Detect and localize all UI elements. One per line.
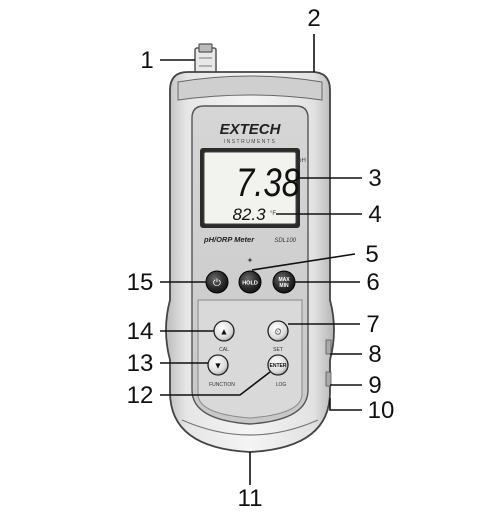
callout-6: 6 <box>366 269 379 296</box>
min-label: MIN <box>279 283 289 289</box>
callout-1: 1 <box>140 47 153 74</box>
callout-13: 13 <box>127 350 154 377</box>
callout-10: 10 <box>368 397 395 424</box>
hold-label: HOLD <box>242 281 258 287</box>
callout-3: 3 <box>368 165 381 192</box>
model-number: SDL100 <box>274 238 296 244</box>
leader-lines <box>160 34 362 485</box>
set-label: SET <box>273 347 283 353</box>
clock-icon: ⏲ <box>274 327 281 337</box>
secondary-reading: 82.3 <box>232 205 266 224</box>
callout-2: 2 <box>307 5 320 32</box>
callout-9: 9 <box>368 372 381 399</box>
callout-5: 5 <box>365 241 378 268</box>
log-label: LOG <box>276 382 287 388</box>
brand-subtitle: INSTRUMENTS <box>224 139 277 145</box>
backlight-icon: ✦ <box>247 256 254 265</box>
lcd-display <box>200 148 300 228</box>
callout-8: 8 <box>368 341 381 368</box>
callout-7: 7 <box>366 311 379 338</box>
hold-button[interactable]: HOLD <box>238 270 262 294</box>
function-label: FUNCTION <box>209 382 235 388</box>
down-button[interactable]: ▼ <box>207 354 229 376</box>
side-port-upper <box>325 339 332 355</box>
enter-button[interactable]: ENTER <box>267 354 289 376</box>
callout-14: 14 <box>127 318 154 345</box>
callout-12: 12 <box>127 382 154 409</box>
callout-4: 4 <box>368 201 381 228</box>
brand-logo: EXTECH <box>220 121 282 138</box>
up-button[interactable]: ▲ <box>213 320 235 342</box>
sensor-connector <box>194 43 217 77</box>
primary-reading: 7.38 <box>236 161 301 205</box>
enter-label: ENTER <box>270 363 287 369</box>
model-name: pH/ORP Meter <box>203 235 255 244</box>
side-port-lower <box>325 371 332 387</box>
power-button[interactable]: ⏻ <box>205 270 229 294</box>
up-arrow-icon: ▲ <box>220 327 229 337</box>
max-min-button[interactable]: MAX MIN <box>272 270 296 294</box>
set-button[interactable]: ⏲ <box>267 320 289 342</box>
max-label: MAX <box>278 277 290 283</box>
primary-unit: pH <box>298 158 306 164</box>
secondary-unit: °F <box>270 211 276 217</box>
down-arrow-icon: ▼ <box>214 361 223 371</box>
callout-11: 11 <box>238 485 263 512</box>
power-icon: ⏻ <box>213 278 221 289</box>
cal-label: CAL <box>219 347 229 353</box>
callout-15: 15 <box>127 269 154 296</box>
